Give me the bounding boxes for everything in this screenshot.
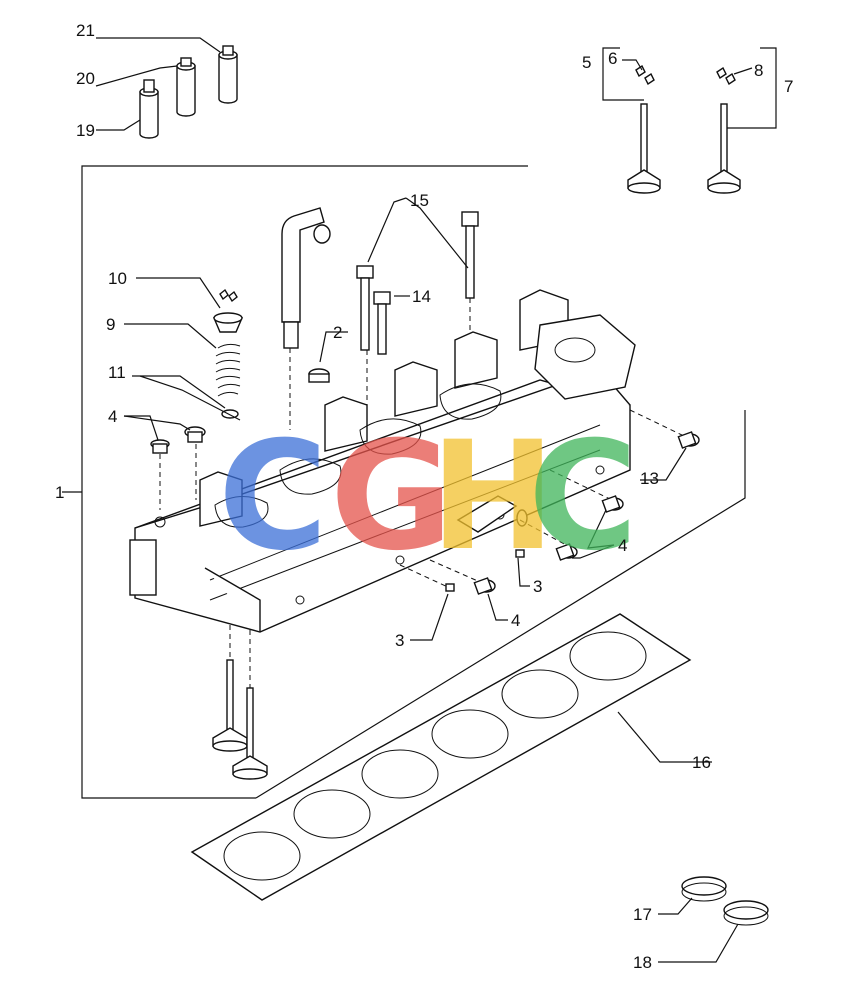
callout-14: 14 xyxy=(412,287,431,306)
callout-21: 21 xyxy=(76,21,95,40)
callout-4-right: 4 xyxy=(618,536,627,555)
top-fittings xyxy=(281,197,479,430)
callout-3-right: 3 xyxy=(533,577,542,596)
assembly-bracket xyxy=(62,165,746,799)
callout-17: 17 xyxy=(633,905,652,924)
plugs xyxy=(410,431,700,641)
watermark-letter-3: H xyxy=(430,410,556,584)
callout-13: 13 xyxy=(640,469,659,488)
callout-labels: 1 2 3 3 4 4 4 5 6 7 8 9 10 11 13 14 15 1… xyxy=(55,21,793,972)
watermark: C G H C xyxy=(218,410,638,584)
callout-3-left: 3 xyxy=(395,631,404,650)
callout-19: 19 xyxy=(76,121,95,140)
valves-upper xyxy=(602,47,777,194)
watermark-letter-4: C xyxy=(528,410,638,584)
callout-7: 7 xyxy=(784,77,793,96)
callout-4-left: 4 xyxy=(108,407,117,426)
rings xyxy=(658,876,769,963)
callout-11: 11 xyxy=(108,363,126,382)
callout-15: 15 xyxy=(410,191,429,210)
spring-parts xyxy=(123,277,244,510)
callout-4-center: 4 xyxy=(511,611,520,630)
watermark-letter-2: G xyxy=(330,410,453,584)
valve-guides xyxy=(95,37,238,139)
callout-6: 6 xyxy=(608,49,617,68)
callout-20: 20 xyxy=(76,69,95,88)
head-gasket xyxy=(190,613,712,901)
watermark-letter-1: C xyxy=(218,410,328,584)
callout-10: 10 xyxy=(108,269,127,288)
valves-lower xyxy=(212,659,268,780)
callout-5: 5 xyxy=(582,53,591,72)
cylinder-head-body xyxy=(129,289,685,700)
callout-18: 18 xyxy=(633,953,652,972)
callout-16: 16 xyxy=(692,753,711,772)
callout-8: 8 xyxy=(754,61,763,80)
callout-2: 2 xyxy=(333,323,342,342)
callout-1: 1 xyxy=(55,483,64,502)
callout-9: 9 xyxy=(106,315,115,334)
